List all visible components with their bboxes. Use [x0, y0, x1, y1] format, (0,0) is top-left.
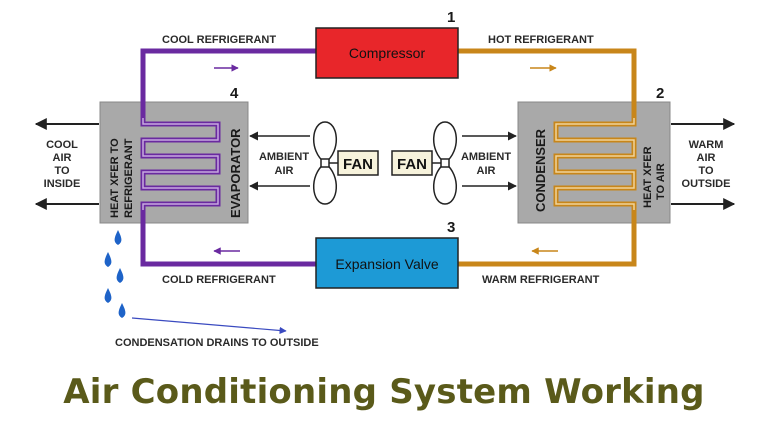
warm-air-text-2: AIR — [697, 152, 716, 164]
warm-refrigerant-label: WARM REFRIGERANT — [482, 274, 600, 286]
condensation-label: CONDENSATION DRAINS TO OUTSIDE — [115, 337, 319, 349]
warm-air-text-3: TO — [698, 165, 714, 177]
compressor-number: 1 — [447, 9, 455, 26]
ambient-air-right-2: AIR — [477, 165, 496, 177]
warm-air-text-4: OUTSIDE — [682, 178, 731, 190]
fan-right-label: FAN — [397, 156, 427, 173]
evaporator-number: 4 — [230, 85, 239, 102]
compressor-label: Compressor — [349, 45, 426, 61]
expansion-valve-number: 3 — [447, 219, 455, 236]
ambient-air-right-1: AMBIENT — [461, 151, 511, 163]
cond-side-label-2: TO AIR — [655, 163, 667, 200]
cond-side-label-1: HEAT XFER — [642, 146, 654, 208]
fan-left-icon — [313, 121, 338, 205]
evap-side-label-1: HEAT XFER TO — [109, 138, 121, 218]
evap-side-label-2: REFRIGERANT — [123, 138, 135, 218]
ambient-air-left-2: AIR — [275, 165, 294, 177]
cold-refrigerant-label: COLD REFRIGERANT — [162, 274, 276, 286]
fan-left-label: FAN — [343, 156, 373, 173]
cool-air-text-2: AIR — [53, 152, 72, 164]
warm-refrigerant-pipe — [458, 210, 637, 267]
cool-air-text-1: COOL — [46, 139, 78, 151]
cool-refrigerant-pipe — [140, 48, 318, 118]
compressor-box — [315, 27, 459, 79]
expansion-valve-label: Expansion Valve — [335, 256, 438, 272]
ac-diagram: Compressor 1 Expansion Valve 3 4 2 COOL … — [34, 9, 736, 349]
warm-air-text-1: WARM — [689, 139, 724, 151]
condenser-number: 2 — [656, 85, 664, 102]
cool-refrigerant-label: COOL REFRIGERANT — [162, 34, 276, 46]
evaporator-label: EVAPORATOR — [228, 128, 243, 218]
water-drops-icon — [104, 230, 126, 318]
fan-left-box — [337, 150, 379, 176]
hot-refrigerant-pipe — [458, 48, 637, 118]
cool-air-text-3: TO — [54, 165, 70, 177]
cold-refrigerant-pipe — [140, 210, 318, 267]
hot-refrigerant-label: HOT REFRIGERANT — [488, 34, 594, 46]
condenser-label: CONDENSER — [533, 128, 548, 212]
ambient-air-left-1: AMBIENT — [259, 151, 309, 163]
expansion-valve-box — [315, 237, 459, 289]
condensation-arrow — [131, 317, 287, 335]
fan-right-icon — [432, 121, 457, 205]
cool-air-text-4: INSIDE — [44, 178, 81, 190]
page-title: Air Conditioning System Working — [63, 372, 705, 412]
